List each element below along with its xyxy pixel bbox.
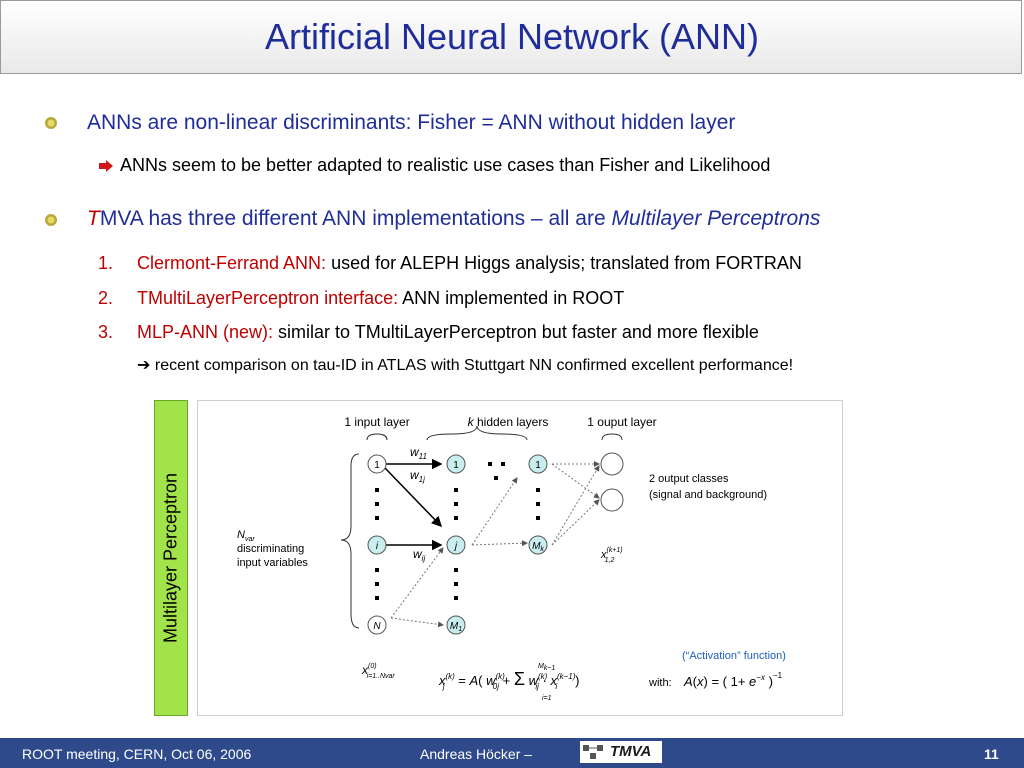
item-number: 2. [98, 288, 114, 308]
sum-upper-limit: Mk−1 [538, 663, 555, 672]
bullet-1-sub-text: ANNs seem to be better adapted to realis… [120, 155, 771, 175]
item-text: used for ALEPH Higgs analysis; translate… [326, 253, 802, 273]
arrow-note-text: recent comparison on tau-ID in ATLAS wit… [154, 357, 794, 374]
arrow-note: ➔ recent comparison on tau-ID in ATLAS w… [137, 355, 793, 375]
slide-title: Artificial Neural Network (ANN) [264, 16, 760, 57]
hidden-node-1: 1 [453, 460, 459, 471]
tmva-t: T [87, 207, 100, 230]
item-label: MLP-ANN (new): [137, 322, 274, 342]
bullet-2-main: MVA has three different ANN implementati… [99, 207, 612, 230]
input-left-brace [340, 453, 360, 629]
item-label: TMultiLayerPerceptron interface: [137, 288, 399, 308]
sum-lower-limit: i=1 [542, 695, 552, 702]
output-node-2 [600, 488, 624, 512]
footer-left: ROOT meeting, CERN, Oct 06, 2006 [22, 746, 252, 762]
activation-note: (“Activation” function) [682, 650, 786, 662]
input-variables-label: input variables [237, 557, 308, 569]
network-diagram-frame [197, 400, 843, 716]
input-node-1: 1 [374, 460, 380, 471]
hidden-k-node-1: 1 [535, 460, 541, 471]
list-item: MLP-ANN (new): similar to TMultiLayerPer… [137, 322, 759, 343]
weight-wij: wij [413, 547, 425, 563]
weight-w11: w11 [410, 445, 427, 461]
output-node-1 [600, 452, 624, 476]
bullet-2-emph: Multilayer Perceptrons [611, 207, 821, 230]
output-brace [601, 433, 623, 441]
list-item: TMultiLayerPerceptron interface: ANN imp… [137, 288, 624, 309]
list-item: Clermont-Ferrand ANN: used for ALEPH Hig… [137, 253, 802, 274]
item-text: similar to TMultiLayerPerceptron but fas… [273, 322, 759, 342]
bullet-1-text: ANNs are non-linear discriminants: Fishe… [87, 111, 736, 134]
right-arrow-icon: ➔ [137, 357, 155, 374]
tmva-logo-text: TMVA [610, 743, 652, 760]
output-x-label: x(k+1)1,2 [600, 547, 623, 564]
input-node-i: i [376, 541, 379, 552]
bullet-2-text: TMVA has three different ANN implementat… [87, 207, 820, 231]
discriminating-label: discriminating [237, 543, 304, 555]
output-layer-label: 1 ouput layer [587, 415, 656, 429]
input-layer-label: 1 input layer [344, 415, 409, 429]
activation-definition: A(x) = ( 1+ e−x )−1 [683, 671, 783, 689]
page-number: 11 [984, 746, 999, 762]
weight-w1j: w1j [410, 468, 425, 484]
output-classes-label: 2 output classes [649, 473, 729, 485]
input-node-N: N [373, 621, 381, 632]
with-label: with: [648, 677, 672, 689]
item-number: 3. [98, 322, 114, 342]
item-text: ANN implemented in ROOT [398, 288, 625, 308]
nvar-label: Nvar [237, 529, 255, 543]
item-label: Clermont-Ferrand ANN: [137, 253, 327, 273]
input-brace [366, 433, 388, 441]
hidden-layers-label: k hidden layers [468, 415, 549, 429]
footer-bar [0, 738, 1024, 768]
item-number: 1. [98, 253, 114, 273]
sidebar-label: Multilayer Perceptron [160, 472, 181, 644]
tmva-logo: TMVA [580, 741, 662, 763]
footer-author: Andreas Höcker – [420, 746, 533, 762]
hidden-node-j: j [453, 541, 458, 552]
title-bar [0, 0, 1022, 74]
arrow-bullet-icon [99, 160, 113, 172]
hidden-brace [426, 425, 528, 441]
network-diagram: 1 input layer k hidden layers 1 ouput la… [237, 415, 786, 702]
activation-formula: x(k)j = A( w(k)0j + Σ w(k)ij · x(k−1)i) [438, 669, 580, 691]
gear-bullet-icon [45, 214, 57, 226]
sidebar-label-box [154, 400, 188, 716]
input-x-label: x(0)i=1..Nvar [361, 663, 395, 680]
output-classes-sub: (signal and background) [649, 489, 767, 501]
gear-bullet-icon [45, 117, 57, 129]
tmva-logo-mark-icon [583, 745, 603, 759]
